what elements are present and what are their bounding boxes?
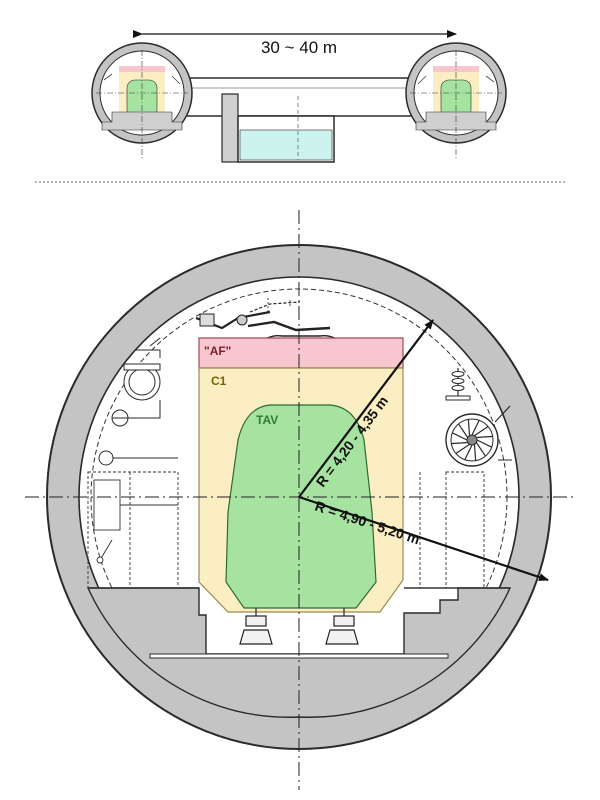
gauge-tav (225, 404, 377, 609)
right-tube-small (405, 42, 507, 160)
main-tunnel-section: "AF" C1 TAV R = 4,20 - 4,35 m R = 4,90 -… (25, 210, 575, 790)
fan-blade (451, 441, 468, 445)
fan-blade (467, 419, 471, 436)
fan-blade (471, 420, 480, 436)
gauge-label-tav: TAV (256, 413, 278, 427)
fan-blade (464, 444, 473, 460)
outer-radius-arrow (298, 495, 549, 582)
cross-passage (177, 77, 423, 117)
inner-radius-arrow (298, 319, 434, 498)
gauge-label-c1: C1 (211, 374, 227, 388)
fan-blade (476, 439, 492, 448)
fan-blade (474, 426, 489, 437)
bogies (239, 608, 359, 645)
fan-blade (476, 435, 493, 439)
sump-water (239, 129, 333, 161)
right-equipment (445, 368, 512, 467)
left-equipment (98, 337, 178, 466)
fan-blade (475, 442, 486, 457)
gauge-label-af: "AF" (204, 344, 231, 358)
fan-blade (473, 444, 477, 461)
fan-blade (458, 423, 469, 438)
distance-label: 30 ~ 40 m (261, 38, 337, 57)
fan-blade (455, 443, 470, 454)
insulator-icon (445, 368, 471, 401)
right-walkway (404, 471, 510, 589)
left-walkway (87, 471, 199, 589)
drainage-sump (221, 93, 239, 163)
tunnel-invert (86, 587, 512, 718)
jet-fan-icon (445, 405, 512, 467)
fan-blade (452, 432, 468, 441)
top-twin-tube-view: 30 ~ 40 m (91, 30, 507, 163)
left-tube-small (91, 42, 193, 160)
